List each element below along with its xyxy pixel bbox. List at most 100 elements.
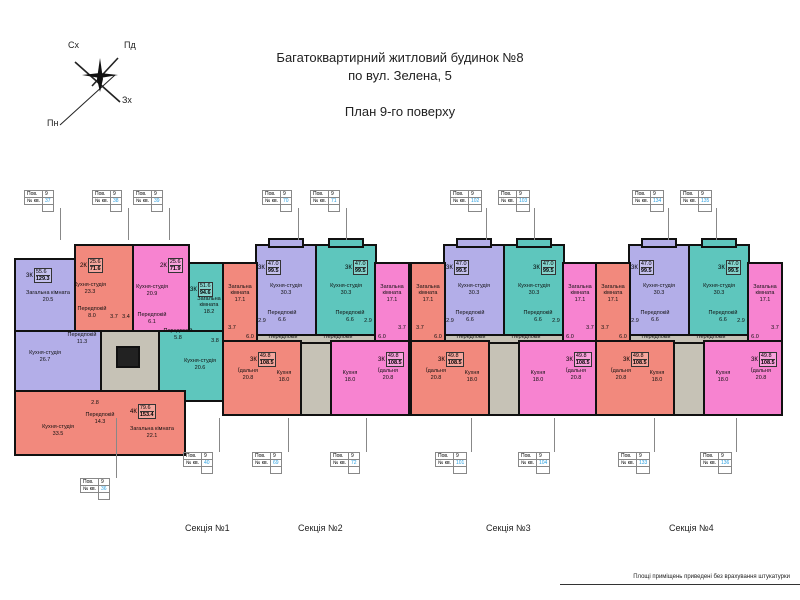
total-area: 108.5 xyxy=(575,359,590,366)
room-name: Їдальня xyxy=(611,368,631,374)
leader-line xyxy=(288,418,289,452)
room-area: 6.0 xyxy=(434,334,442,340)
floor-label: Пов. xyxy=(450,190,469,198)
total-area: 99.5 xyxy=(727,267,739,274)
room-area: 20.6 xyxy=(194,365,206,371)
room-name: Кухня-студія xyxy=(518,283,550,289)
apt-number: 72 xyxy=(348,459,360,467)
room-count: 3К xyxy=(190,286,197,293)
floor-label: Пов. xyxy=(24,190,43,198)
title-line-1: Багатоквартирний житловий будинок №8 xyxy=(276,50,524,65)
room-name: Кухня-студія xyxy=(330,283,362,289)
floor-label: Пов. xyxy=(92,190,111,198)
room-name: Передпокій xyxy=(163,328,193,334)
apt-label: № кв. xyxy=(24,197,43,205)
room-area: 20.8 xyxy=(382,375,394,381)
apartment-3-A xyxy=(456,238,492,248)
apt-number: 40 xyxy=(201,459,213,467)
room-name: Кухня-студія xyxy=(703,283,735,289)
apt-label: № кв. xyxy=(498,197,517,205)
room-name: Кухня-студія xyxy=(184,358,216,364)
room-name: Кухня-студія xyxy=(136,284,168,290)
room-area: 8.0 xyxy=(88,313,96,319)
room-area: 3.8 xyxy=(211,338,219,344)
total-area: 108.5 xyxy=(387,359,402,366)
leader-line xyxy=(486,208,487,240)
room-count: 3К xyxy=(446,264,453,271)
total-area: 108.5 xyxy=(632,359,647,366)
room-count: 3К xyxy=(258,264,265,271)
room-area: 20.8 xyxy=(615,375,627,381)
apt-label: № кв. xyxy=(310,197,329,205)
room-name: Загальна кімната xyxy=(26,290,70,296)
room-area: 3.7 xyxy=(110,314,118,320)
room-area: 3.7 xyxy=(398,325,406,331)
room-area: 26.7 xyxy=(39,357,51,363)
room-count: 3К xyxy=(250,356,257,363)
floor-value: 9 xyxy=(535,452,551,460)
apt-label: № кв. xyxy=(252,459,271,467)
apartment-s1-salmon4 xyxy=(14,390,186,456)
room-area: 17.1 xyxy=(386,297,398,303)
floor-value: 9 xyxy=(348,452,360,460)
section-label-4: Секція №4 xyxy=(669,523,714,533)
floor-label: Пов. xyxy=(183,452,202,460)
floor-label: Пов. xyxy=(498,190,517,198)
apartment-2-D xyxy=(374,262,410,342)
apt-number: 36 xyxy=(98,485,110,493)
section-label-2: Секція №2 xyxy=(298,523,343,533)
living-area: 47.0 xyxy=(354,261,366,267)
living-area: 47.0 xyxy=(542,261,554,267)
compass-label-sw: Пн xyxy=(47,118,59,128)
floor-value: 9 xyxy=(635,452,651,460)
title-line-2: по вул. Зелена, 5 xyxy=(348,68,452,83)
room-area: 14.3 xyxy=(94,419,106,425)
room-area: 22.1 xyxy=(146,433,158,439)
floor-value: 9 xyxy=(467,190,483,198)
living-area: 55.6 xyxy=(35,269,47,275)
room-name: Їдальня xyxy=(751,368,771,374)
apt-number: 134 xyxy=(649,197,665,205)
room-name: Передпокій xyxy=(335,310,365,316)
apt-label: № кв. xyxy=(518,459,537,467)
room-area: 2.9 xyxy=(258,318,266,324)
room-name: Кухня xyxy=(342,370,358,376)
total-area: 108.5 xyxy=(447,359,462,366)
floor-value: 9 xyxy=(201,452,213,460)
room-area: 3.7 xyxy=(771,325,779,331)
apt-number: 102 xyxy=(467,197,483,205)
apt-label: № кв. xyxy=(80,485,99,493)
floor-value: 9 xyxy=(110,190,122,198)
room-area: 2.9 xyxy=(552,318,560,324)
apt-number: 101 xyxy=(452,459,468,467)
room-area: 3.7 xyxy=(228,325,236,331)
compass-rose xyxy=(40,40,140,130)
room-area: 6.6 xyxy=(466,317,474,323)
apt-label: № кв. xyxy=(450,197,469,205)
room-area: 18.2 xyxy=(203,309,215,315)
elevator-shaft xyxy=(116,346,140,368)
footnote-divider xyxy=(560,584,800,585)
room-area: 17.1 xyxy=(607,297,619,303)
apt-label: № кв. xyxy=(183,459,202,467)
floor-value: 9 xyxy=(280,190,292,198)
floor-value: 9 xyxy=(328,190,340,198)
living-area: 49.8 xyxy=(387,353,399,359)
room-area: 5.8 xyxy=(174,335,182,341)
room-name: Кухня-студія xyxy=(74,282,106,288)
apt-number: 104 xyxy=(535,459,551,467)
leader-line xyxy=(668,208,669,240)
room-area: 30.3 xyxy=(468,290,480,296)
